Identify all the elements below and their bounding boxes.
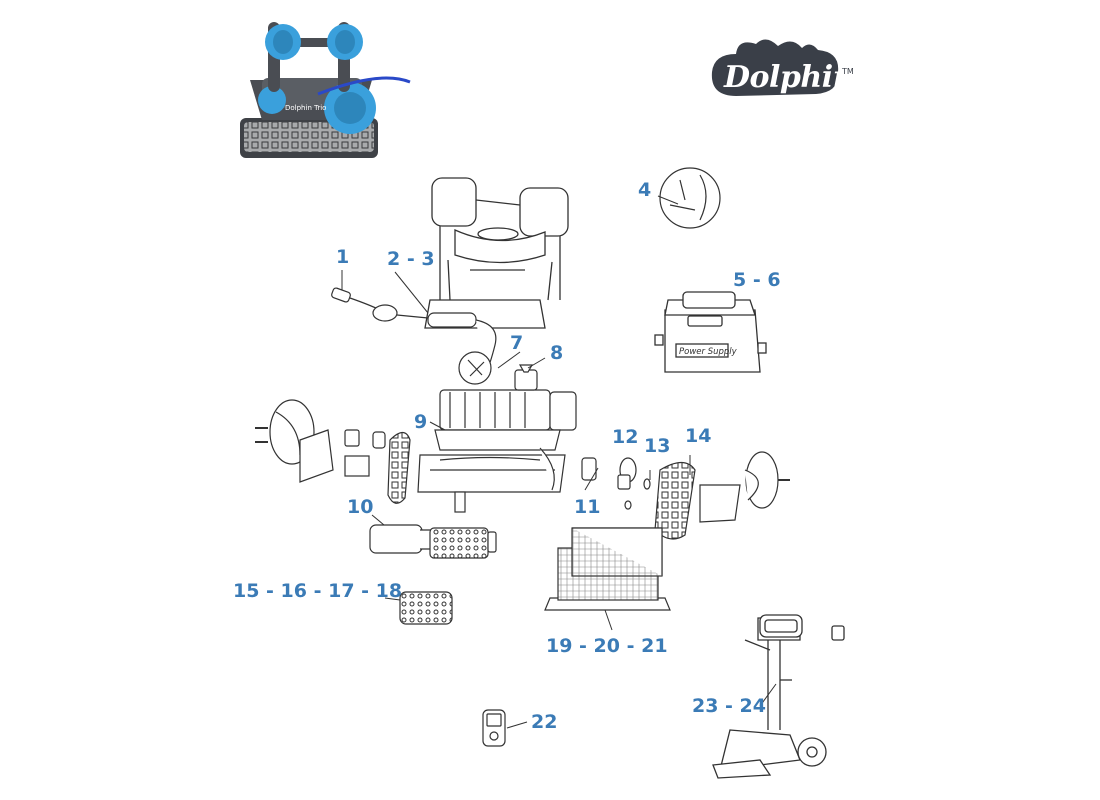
power-supply-part: Power Supply — [654, 291, 767, 373]
callout-9: 9 — [414, 411, 428, 433]
remote-part — [482, 709, 528, 747]
product-label: Dolphin Trio — [285, 104, 326, 112]
robot-photo: Dolphin Trio — [240, 22, 411, 158]
callout-8: 8 — [550, 342, 564, 364]
brand-logo: Dolphin TM — [706, 32, 856, 102]
callout-4: 4 — [638, 179, 652, 201]
callout-14: 14 — [685, 425, 712, 447]
caddy-part — [712, 614, 845, 779]
callout-13: 13 — [644, 435, 671, 457]
brand-name: Dolphin — [724, 60, 854, 95]
callout-10: 10 — [347, 496, 374, 518]
filter-part — [544, 527, 671, 631]
handle-frame-part — [424, 177, 569, 329]
callout-2-3: 2 - 3 — [387, 248, 435, 270]
power-supply-text: Power Supply — [679, 347, 738, 357]
callout-22: 22 — [531, 711, 558, 733]
brush-roller-part — [369, 514, 497, 559]
motor-body-part — [429, 351, 577, 451]
callout-19-21: 19 - 20 - 21 — [546, 635, 668, 657]
detail-magnifier-4 — [657, 167, 721, 229]
right-side-parts — [581, 451, 790, 540]
left-side-parts — [255, 399, 411, 504]
callout-12: 12 — [612, 426, 639, 448]
callout-23-24: 23 - 24 — [692, 695, 766, 717]
callout-7: 7 — [510, 332, 524, 354]
callout-15-18: 15 - 16 - 17 - 18 — [233, 580, 403, 602]
callout-11: 11 — [574, 496, 601, 518]
brand-trademark: TM — [842, 67, 854, 76]
chassis-part — [417, 447, 566, 513]
callout-1: 1 — [336, 246, 350, 268]
brush-part — [384, 591, 453, 625]
callout-5-6: 5 - 6 — [733, 269, 781, 291]
